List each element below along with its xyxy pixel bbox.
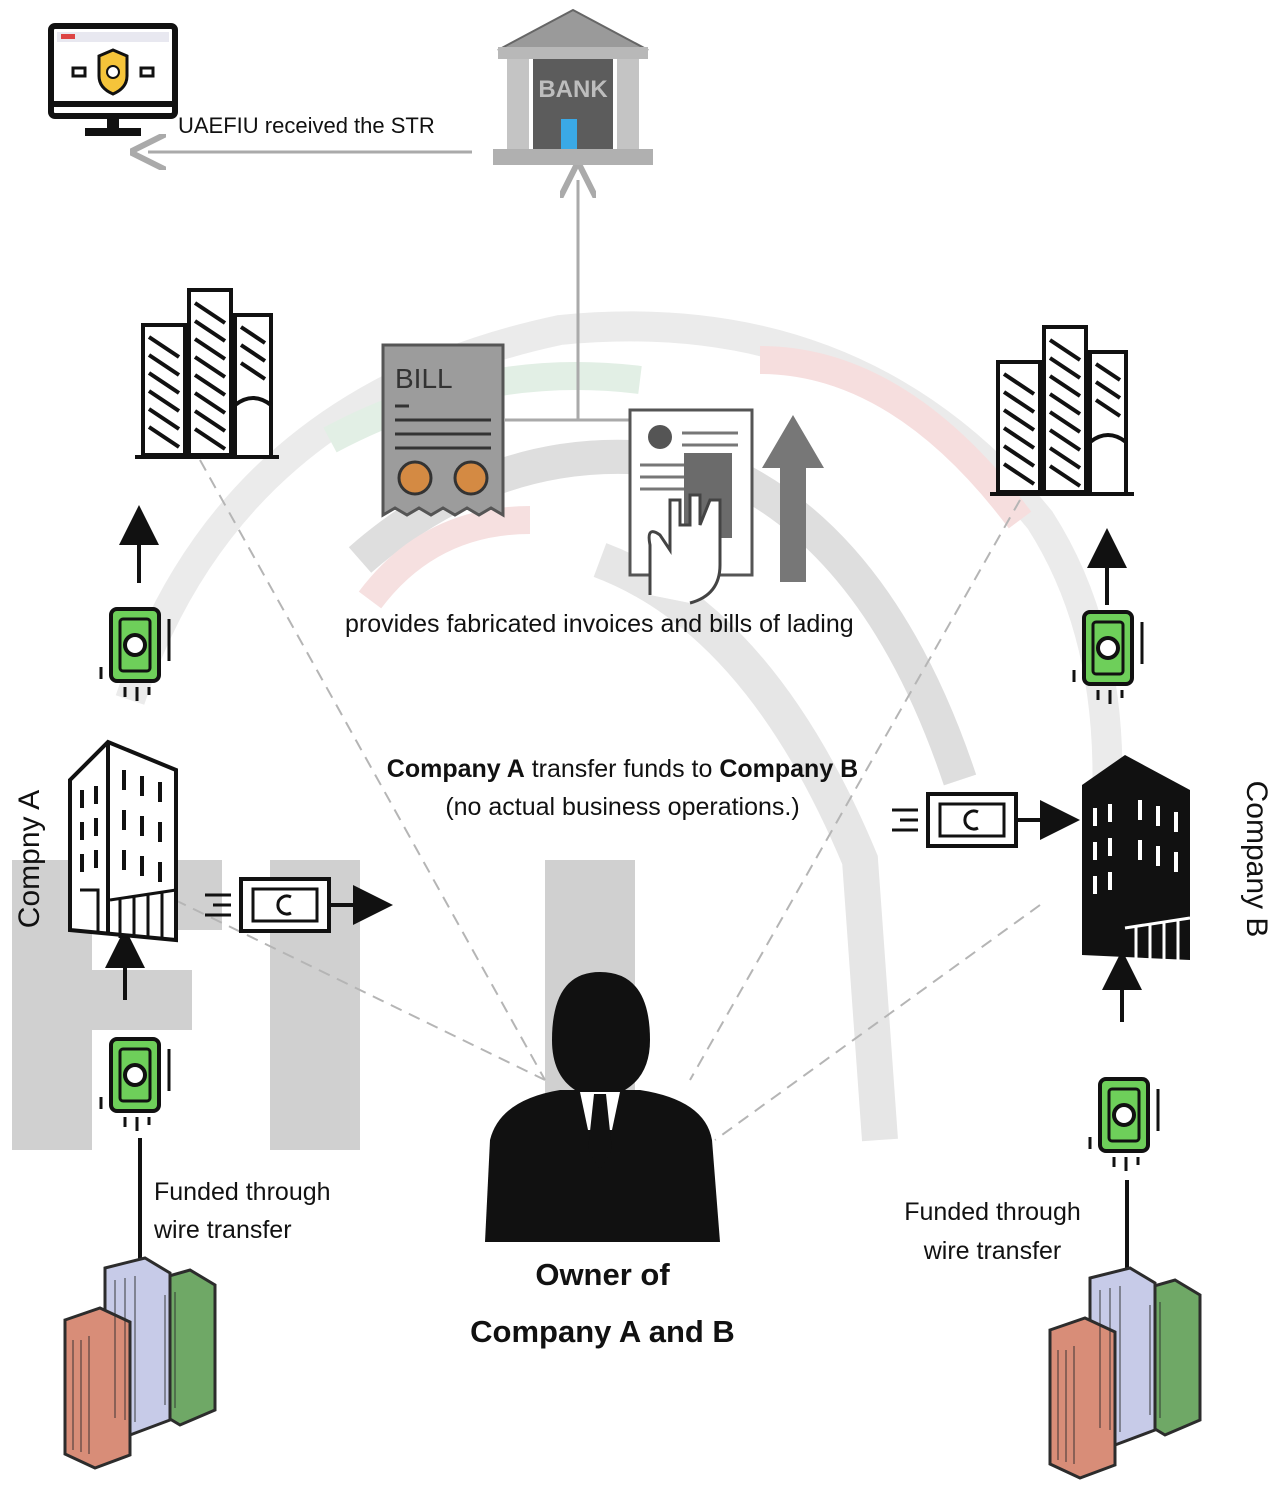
money-icon-b-bottom	[1088, 1077, 1160, 1173]
transfer-middle: transfer funds to	[524, 755, 720, 783]
bill-icon: BILL	[381, 343, 505, 518]
document-hand-icon	[628, 408, 754, 605]
transfer-note: (no actual business operations.)	[445, 793, 800, 821]
transfer-to: Company B	[719, 755, 859, 783]
company-a-funded-line1: Funded through	[154, 1178, 331, 1206]
businessman-icon	[485, 972, 720, 1242]
company-b-funded-line1: Funded through	[904, 1198, 1081, 1226]
company-b-label: Company B	[1240, 780, 1273, 938]
company-a-label: Compny A	[13, 789, 46, 929]
skyscrapers-icon-a	[133, 288, 281, 459]
bank-icon: BANK	[493, 8, 653, 165]
up-arrow-icon	[762, 415, 824, 582]
cash-flying-icon-b	[892, 794, 1060, 846]
office-building-icon-a	[68, 739, 178, 943]
bill-label: BILL	[395, 363, 453, 394]
fiu-received-label: UAEFIU received the STR	[178, 113, 435, 138]
owner-line2: Company A and B	[470, 1314, 735, 1349]
company-a-funded-line2: wire transfer	[154, 1216, 292, 1244]
documents-caption: provides fabricated invoices and bills o…	[345, 610, 854, 638]
owner-line1: Owner of	[535, 1257, 670, 1292]
colored-towers-icon-a	[63, 1256, 217, 1470]
transfer-statement: Company A transfer funds to Company B	[350, 754, 895, 784]
money-icon-a-bottom	[99, 1037, 171, 1133]
company-b-funded-line2: wire transfer	[923, 1237, 1062, 1265]
colored-towers-icon-b	[1048, 1266, 1202, 1480]
bank-sign: BANK	[538, 76, 608, 103]
transfer-from: Company A	[386, 755, 525, 783]
skyscrapers-icon-b	[988, 325, 1136, 496]
owner-connections	[174, 459, 1041, 1141]
monitor-shield-icon	[48, 23, 178, 136]
office-building-icon-b	[1082, 755, 1191, 960]
